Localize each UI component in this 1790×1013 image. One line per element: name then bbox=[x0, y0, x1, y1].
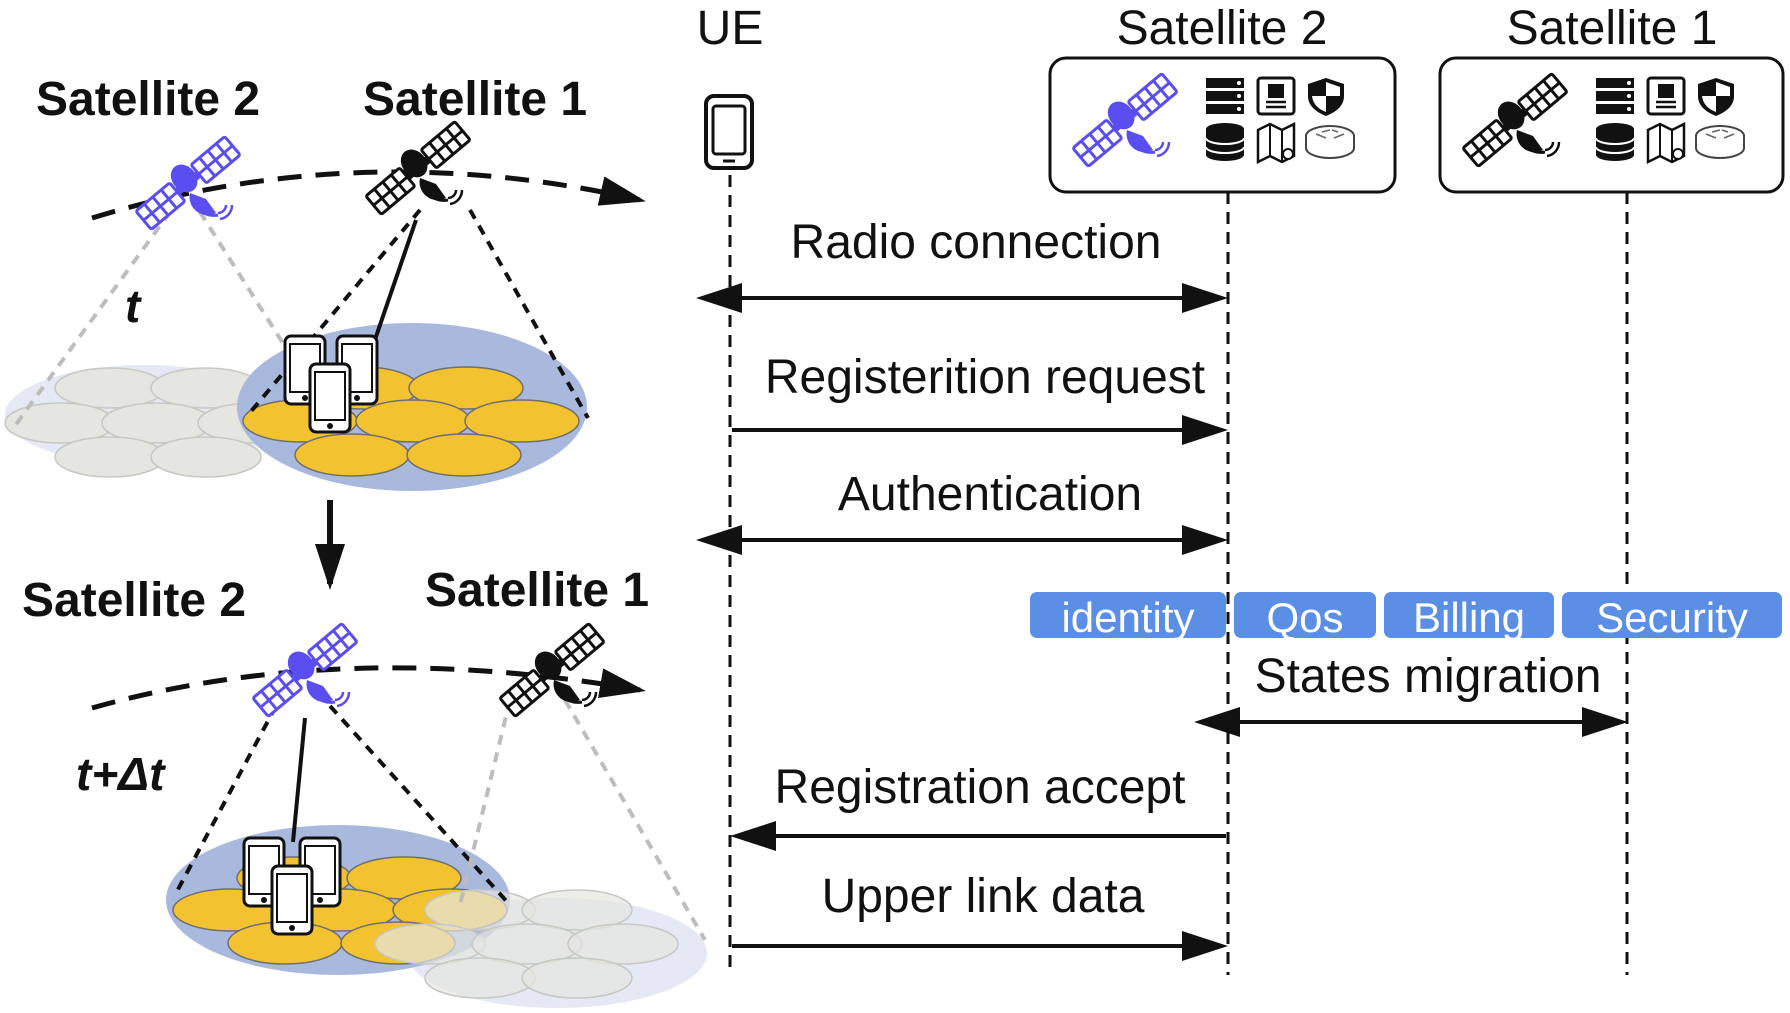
chip-security-label: Security bbox=[1596, 594, 1748, 641]
chip-billing-label: Billing bbox=[1413, 594, 1525, 641]
bottom-scene: Satellite 2 Satellite 1 t+Δt bbox=[22, 564, 707, 1008]
grey-cells-bottom bbox=[374, 889, 679, 999]
ue-phone-icon bbox=[704, 94, 754, 170]
chip-qos-label: Qos bbox=[1266, 594, 1343, 641]
time-label-top: t bbox=[125, 280, 142, 332]
satellite-1-label-bottom: Satellite 1 bbox=[425, 564, 649, 617]
orbit-bottom bbox=[91, 665, 646, 711]
satellite-1-label-top: Satellite 1 bbox=[363, 73, 587, 126]
state-chips: identity Qos Billing Security bbox=[1030, 592, 1782, 641]
satellite-2-icon-top bbox=[134, 135, 242, 231]
chip-identity-label: identity bbox=[1061, 594, 1194, 641]
chip-billing bbox=[1384, 592, 1554, 638]
satellite-2-label-top: Satellite 2 bbox=[36, 73, 260, 126]
satellite-1-icon-top bbox=[364, 120, 472, 216]
msg-upper-link-data-label: Upper link data bbox=[822, 870, 1145, 923]
lane-label-satellite-1: Satellite 1 bbox=[1507, 2, 1718, 55]
msg-radio-connection-label: Radio connection bbox=[791, 216, 1162, 269]
satellite-2-icon-bottom bbox=[251, 622, 359, 718]
msg-registration-request-label: Registerition request bbox=[765, 351, 1205, 404]
chip-qos bbox=[1234, 592, 1376, 638]
msg-authentication-label: Authentication bbox=[838, 468, 1142, 521]
msg-registration-accept-label: Registration accept bbox=[775, 761, 1186, 814]
lane-label-satellite-2: Satellite 2 bbox=[1117, 2, 1328, 55]
top-scene: Satellite 2 Satellite 1 t bbox=[4, 73, 646, 491]
chip-security bbox=[1562, 592, 1782, 638]
satellite-2-label-bottom: Satellite 2 bbox=[22, 574, 246, 627]
time-label-bottom: t+Δt bbox=[76, 748, 166, 800]
chip-identity bbox=[1030, 592, 1226, 638]
lane-label-ue: UE bbox=[697, 2, 764, 55]
sequence-diagram: UE Satellite 2 Satellite 1 Radio connect… bbox=[696, 2, 1785, 975]
satellite-1-icon-bottom bbox=[498, 622, 606, 718]
msg-states-migration-label: States migration bbox=[1255, 650, 1602, 703]
